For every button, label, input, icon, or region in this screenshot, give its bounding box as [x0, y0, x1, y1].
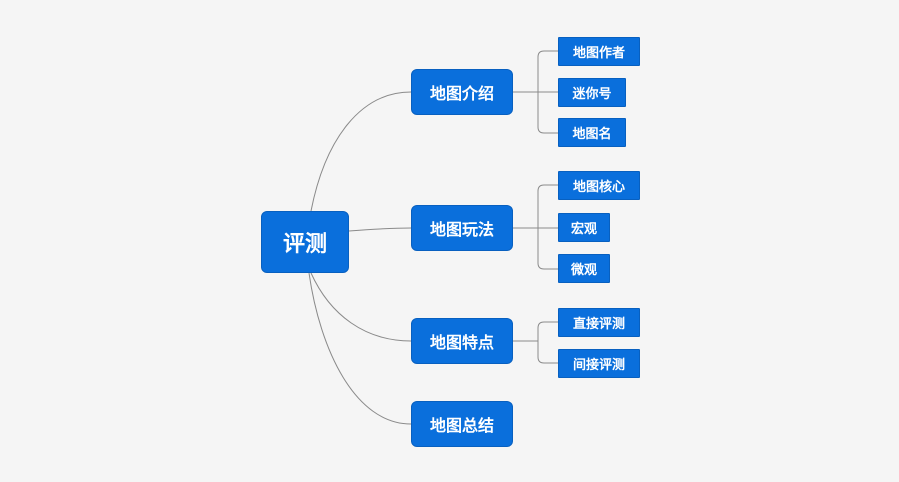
leaf-node-label: 地图核心 — [572, 180, 625, 195]
leaf-node-label: 宏观 — [570, 222, 597, 237]
branch-node-map-summary[interactable]: 地图总结 — [411, 401, 513, 447]
connector-branch-2-leaf-3 — [537, 228, 558, 270]
connector-root-branch-3 — [310, 272, 412, 342]
branch-node-label: 地图特点 — [429, 333, 494, 352]
leaf-node-label: 地图名 — [572, 127, 612, 142]
connector-branch-1-leaf-1 — [537, 50, 558, 92]
connector-root-branch-2 — [348, 227, 412, 232]
leaf-node-map-core[interactable]: 地图核心 — [558, 171, 640, 200]
branch-node-label: 地图玩法 — [429, 220, 494, 239]
leaf-node-map-author[interactable]: 地图作者 — [558, 37, 640, 66]
leaf-node-micro[interactable]: 微观 — [558, 254, 610, 283]
connector-branch-3-leaf-2 — [537, 341, 558, 364]
leaf-node-label: 地图作者 — [572, 46, 625, 61]
branch-node-map-features[interactable]: 地图特点 — [411, 318, 513, 364]
leaf-node-label: 直接评测 — [572, 317, 625, 332]
branch-node-map-gameplay[interactable]: 地图玩法 — [411, 205, 513, 251]
leaf-node-label: 间接评测 — [572, 358, 625, 373]
leaf-node-label: 微观 — [570, 263, 597, 278]
branch-node-label: 地图介绍 — [429, 84, 494, 103]
connector-root-branch-4 — [308, 272, 412, 425]
branch-node-label: 地图总结 — [429, 416, 494, 435]
connector-branch-1-leaf-3 — [537, 92, 558, 134]
connector-branch-2-leaf-1 — [537, 184, 558, 228]
leaf-node-indirect-review[interactable]: 间接评测 — [558, 349, 640, 378]
connector-root-branch-1 — [310, 91, 412, 212]
leaf-node-macro[interactable]: 宏观 — [558, 213, 610, 242]
root-node-label: 评测 — [282, 232, 327, 257]
root-node[interactable]: 评测 — [261, 211, 349, 273]
leaf-node-mini-id[interactable]: 迷你号 — [558, 78, 626, 107]
leaf-node-direct-review[interactable]: 直接评测 — [558, 308, 640, 337]
leaf-node-map-name[interactable]: 地图名 — [558, 118, 626, 147]
branch-node-map-intro[interactable]: 地图介绍 — [411, 69, 513, 115]
leaf-node-label: 迷你号 — [572, 87, 612, 102]
connector-branch-3-leaf-1 — [537, 321, 558, 341]
